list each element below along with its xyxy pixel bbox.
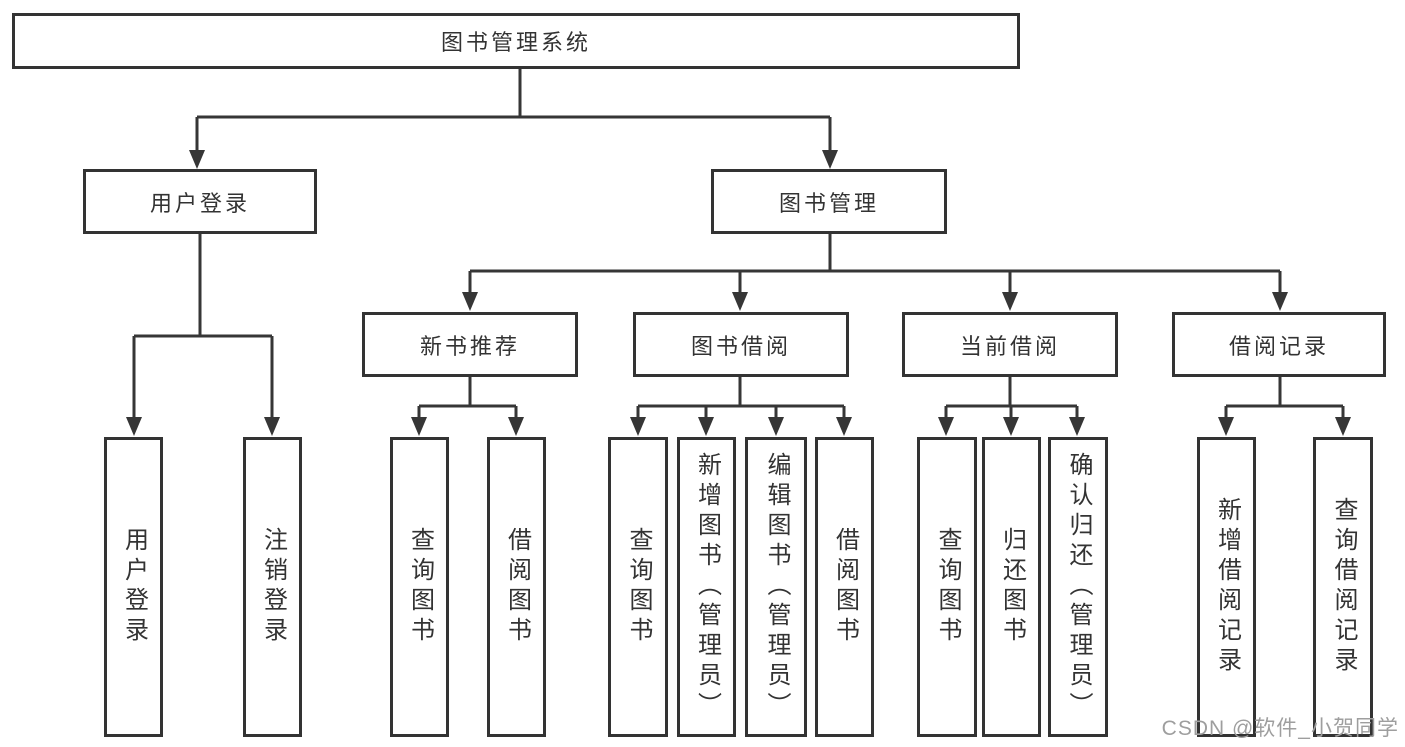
leaf-return-books-label: 归还图书 — [998, 527, 1026, 647]
leaf-logout-label: 注销登录 — [259, 527, 287, 647]
leaf-edit-book-admin: 编辑图书（管理员） — [745, 437, 807, 737]
node-new-book-recommend: 新书推荐 — [362, 312, 578, 377]
leaf-query-borrow-record: 查询借阅记录 — [1313, 437, 1373, 737]
node-root-label: 图书管理系统 — [440, 30, 591, 55]
leaf-add-book-admin: 新增图书（管理员） — [677, 437, 736, 737]
leaf-query-books-current-label: 查询图书 — [934, 527, 961, 647]
node-borrowing-records-label: 借阅记录 — [1228, 333, 1329, 359]
leaf-borrow-books: 借阅图书 — [815, 437, 874, 737]
node-root: 图书管理系统 — [12, 13, 1020, 69]
node-user-login-label: 用户登录 — [149, 190, 250, 216]
leaf-return-books: 归还图书 — [982, 437, 1041, 737]
leaf-confirm-return-admin-label: 确认归还（管理员） — [1065, 452, 1092, 722]
leaf-user-login-label: 用户登录 — [120, 527, 148, 647]
node-user-login: 用户登录 — [83, 169, 317, 234]
leaf-user-login: 用户登录 — [104, 437, 163, 737]
node-book-management-label: 图书管理 — [778, 190, 879, 216]
node-book-borrowing: 图书借阅 — [633, 312, 849, 377]
leaf-add-borrow-record: 新增借阅记录 — [1197, 437, 1256, 737]
node-new-book-recommend-label: 新书推荐 — [419, 333, 520, 359]
leaf-confirm-return-admin: 确认归还（管理员） — [1048, 437, 1108, 737]
leaf-query-books-current: 查询图书 — [917, 437, 977, 737]
leaf-query-books-borrow-label: 查询图书 — [625, 527, 652, 647]
leaf-borrow-books-label: 借阅图书 — [831, 527, 859, 647]
leaf-query-books-borrow: 查询图书 — [608, 437, 668, 737]
leaf-borrow-books-recommend-label: 借阅图书 — [503, 527, 531, 647]
leaf-borrow-books-recommend: 借阅图书 — [487, 437, 546, 737]
leaf-add-book-admin-label: 新增图书（管理员） — [693, 452, 721, 722]
leaf-add-borrow-record-label: 新增借阅记录 — [1213, 497, 1241, 677]
leaf-edit-book-admin-label: 编辑图书（管理员） — [763, 452, 790, 722]
node-current-borrowing: 当前借阅 — [902, 312, 1118, 377]
node-current-borrowing-label: 当前借阅 — [959, 333, 1060, 359]
leaf-logout: 注销登录 — [243, 437, 302, 737]
node-borrowing-records: 借阅记录 — [1172, 312, 1386, 377]
csdn-watermark: CSDN @软件_小贺同学 — [1161, 717, 1399, 740]
leaf-query-books-recommend: 查询图书 — [390, 437, 449, 737]
node-book-management: 图书管理 — [711, 169, 947, 234]
node-book-borrowing-label: 图书借阅 — [690, 333, 791, 359]
leaf-query-borrow-record-label: 查询借阅记录 — [1330, 497, 1357, 677]
leaf-query-books-recommend-label: 查询图书 — [406, 527, 434, 647]
